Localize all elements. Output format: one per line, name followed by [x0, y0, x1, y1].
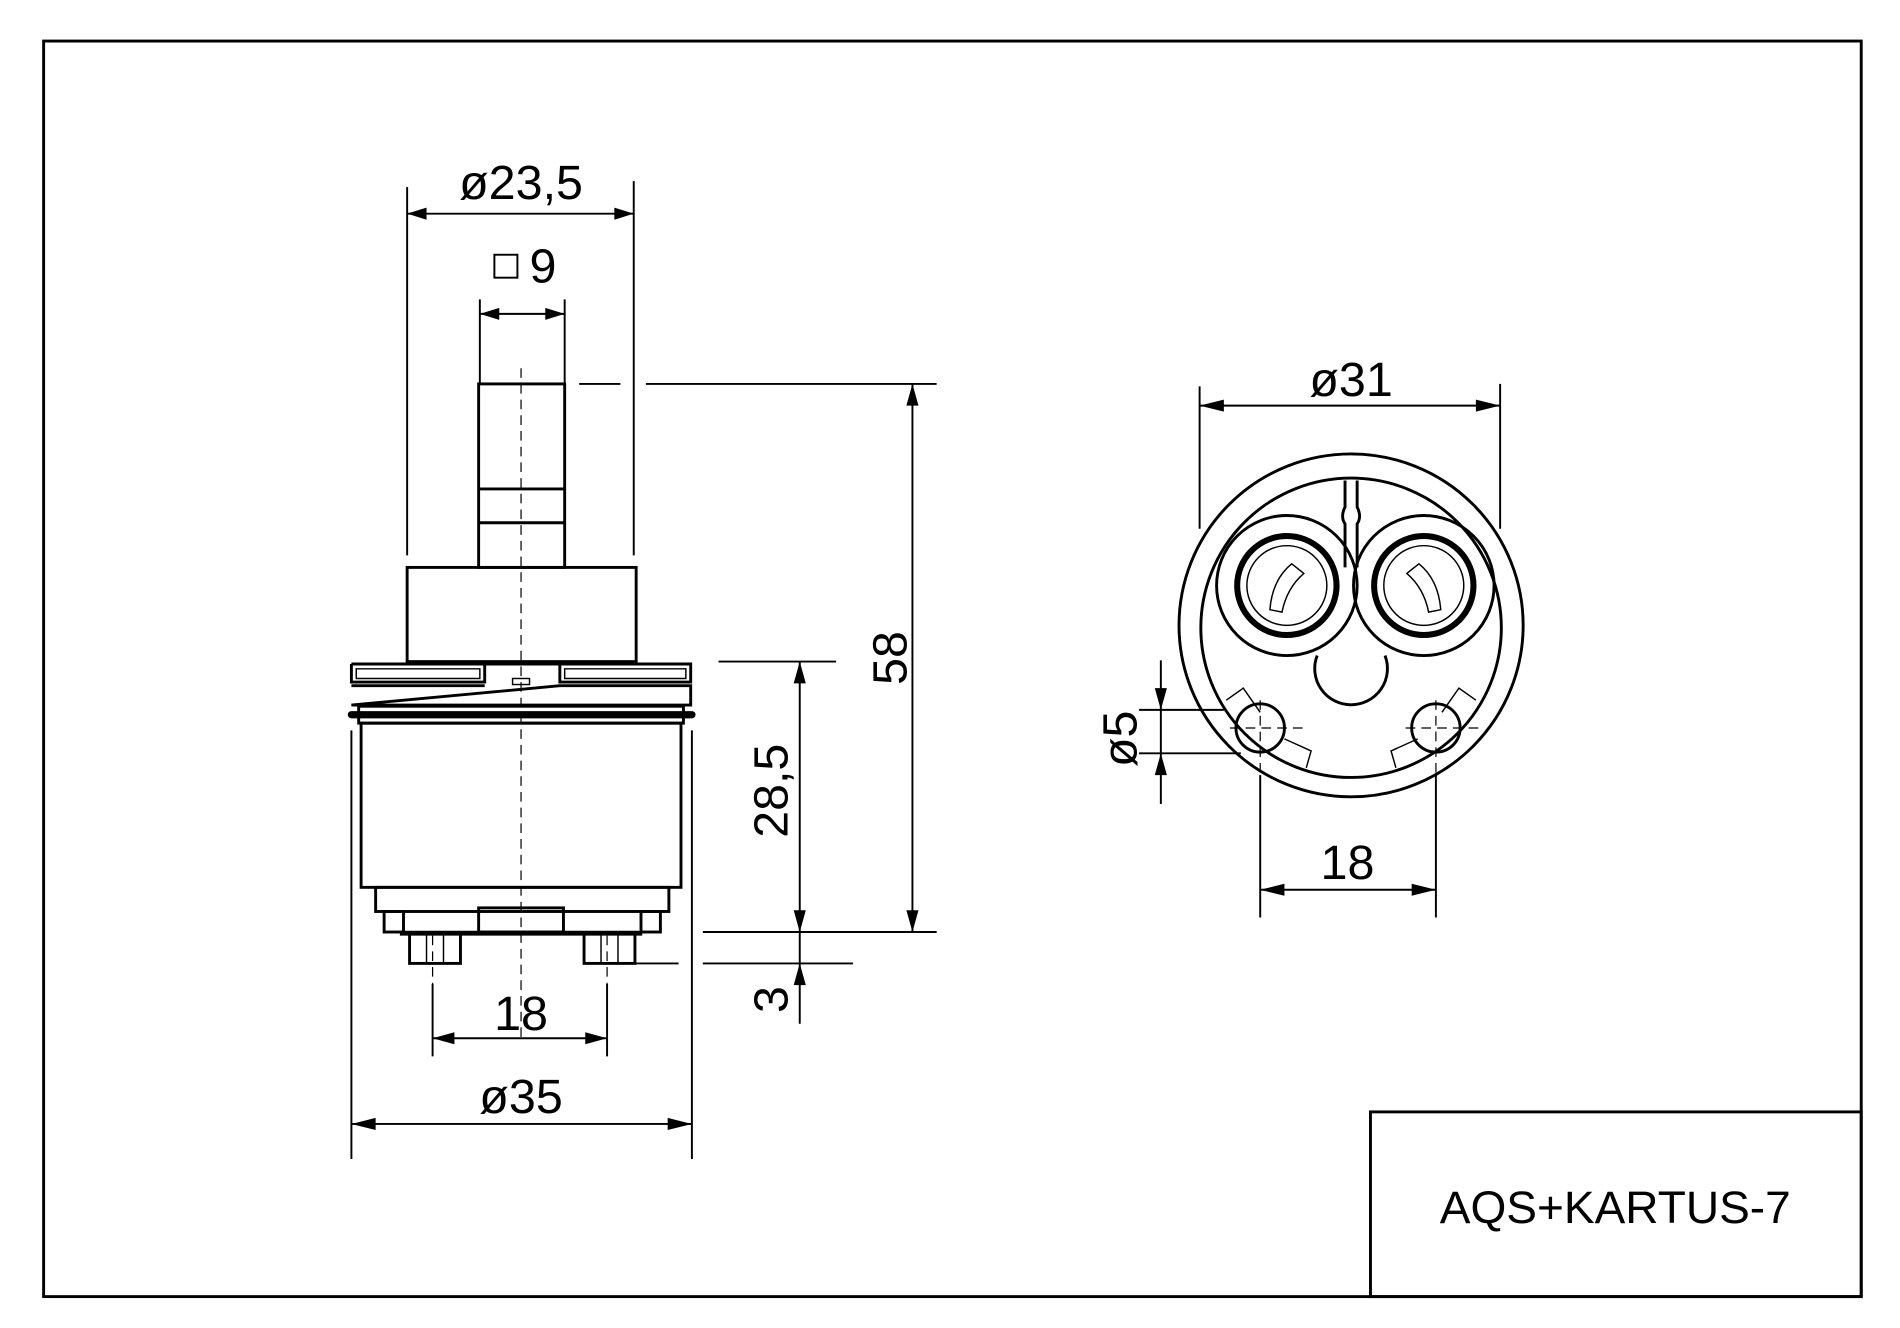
side-view: ø23,5 9 58 28,5 3 18 ø35: [347, 156, 937, 1159]
dim-pin-spacing-side: 18: [494, 987, 548, 1041]
square-symbol-icon: [493, 253, 519, 279]
dim-square-drive: 9: [530, 240, 557, 294]
drawing-frame: [42, 39, 1863, 1299]
dim-total-height: 58: [863, 631, 917, 685]
part-name: AQS+KARTUS-7: [1440, 1181, 1791, 1233]
dim-pin-height: 3: [745, 986, 799, 1013]
dim-pin-spacing-bottom: 18: [1320, 836, 1374, 890]
dim-pin-diameter: ø5: [1094, 711, 1148, 767]
dim-outer-diameter: ø31: [1309, 353, 1393, 407]
title-block: AQS+KARTUS-7: [1369, 1110, 1863, 1299]
dim-stem-diameter: ø23,5: [459, 156, 583, 210]
dim-body-diameter: ø35: [479, 1070, 563, 1124]
bottom-view: ø31 18 ø5: [1094, 353, 1525, 918]
dim-body-height: 28,5: [745, 744, 799, 838]
